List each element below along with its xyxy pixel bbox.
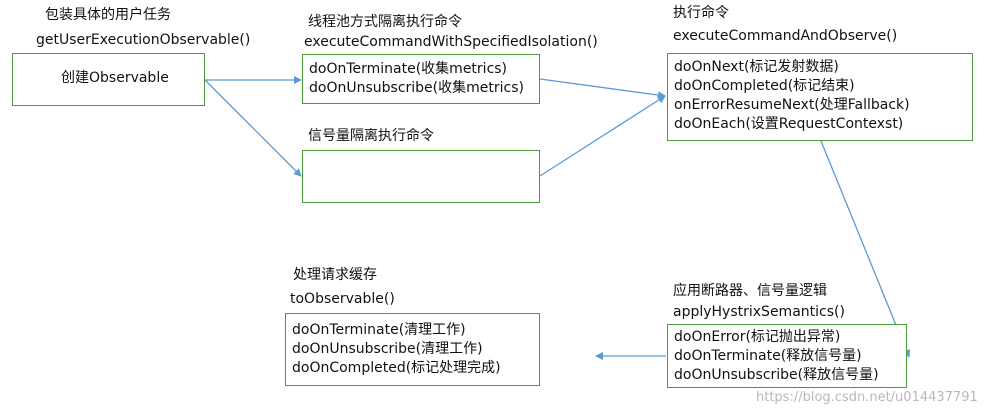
stage-circuit-title: 应用断路器、信号量逻辑 — [673, 283, 827, 299]
stage-execute-method: executeCommandAndObserve() — [673, 28, 898, 44]
watermark: https://blog.csdn.net/u014437791 — [756, 390, 978, 405]
arrow-execute-to-circuit — [820, 140, 911, 358]
stage-circuit-line: doOnUnsubscribe(释放信号量) — [674, 367, 879, 383]
stage-cache-method: toObservable() — [290, 291, 395, 307]
stage-threadpool-line: doOnTerminate(收集metrics) — [309, 61, 508, 77]
stage-wrap-method: getUserExecutionObservable() — [36, 32, 251, 48]
stage-execute-line: doOnCompleted(标记结束) — [674, 78, 855, 94]
stage-wrap-line: 创建Observable — [61, 70, 169, 86]
stage-execute-box: doOnNext(标记发射数据) doOnCompleted(标记结束) onE… — [667, 53, 973, 141]
stage-cache-box: doOnTerminate(清理工作) doOnUnsubscribe(清理工作… — [285, 313, 540, 386]
stage-circuit-method: applyHystrixSemantics() — [673, 304, 845, 320]
stage-threadpool-line: doOnUnsubscribe(收集metrics) — [309, 80, 524, 96]
stage-execute-line: doOnNext(标记发射数据) — [674, 59, 839, 75]
stage-wrap-box: 创建Observable — [12, 53, 205, 106]
stage-cache-line: doOnTerminate(清理工作) — [292, 322, 466, 338]
stage-execute-line: doOnEach(设置RequestContexst) — [674, 116, 904, 132]
arrow-semaphore-to-execute — [539, 95, 666, 177]
stage-execute-title: 执行命令 — [673, 5, 729, 21]
stage-threadpool-method: executeCommandWithSpecifiedIsolation() — [304, 34, 598, 50]
stage-circuit-line: doOnTerminate(释放信号量) — [674, 348, 862, 364]
stage-threadpool-title: 线程池方式隔离执行命令 — [308, 14, 462, 30]
arrow-wrap-to-semaphore — [204, 79, 302, 177]
stage-threadpool-box: doOnTerminate(收集metrics) doOnUnsubscribe… — [302, 54, 540, 104]
stage-wrap-title: 包装具体的用户任务 — [45, 7, 171, 23]
stage-semaphore-title: 信号量隔离执行命令 — [308, 128, 434, 144]
stage-semaphore-box — [302, 150, 540, 203]
stage-circuit-box: doOnError(标记抛出异常) doOnTerminate(释放信号量) d… — [667, 324, 907, 388]
arrow-threadpool-to-execute — [539, 78, 666, 100]
stage-cache-line: doOnUnsubscribe(清理工作) — [292, 341, 483, 357]
stage-cache-title: 处理请求缓存 — [293, 267, 377, 283]
stage-execute-line: onErrorResumeNext(处理Fallback) — [674, 97, 910, 113]
stage-circuit-line: doOnError(标记抛出异常) — [674, 329, 841, 345]
stage-cache-line: doOnCompleted(标记处理完成) — [292, 360, 501, 376]
